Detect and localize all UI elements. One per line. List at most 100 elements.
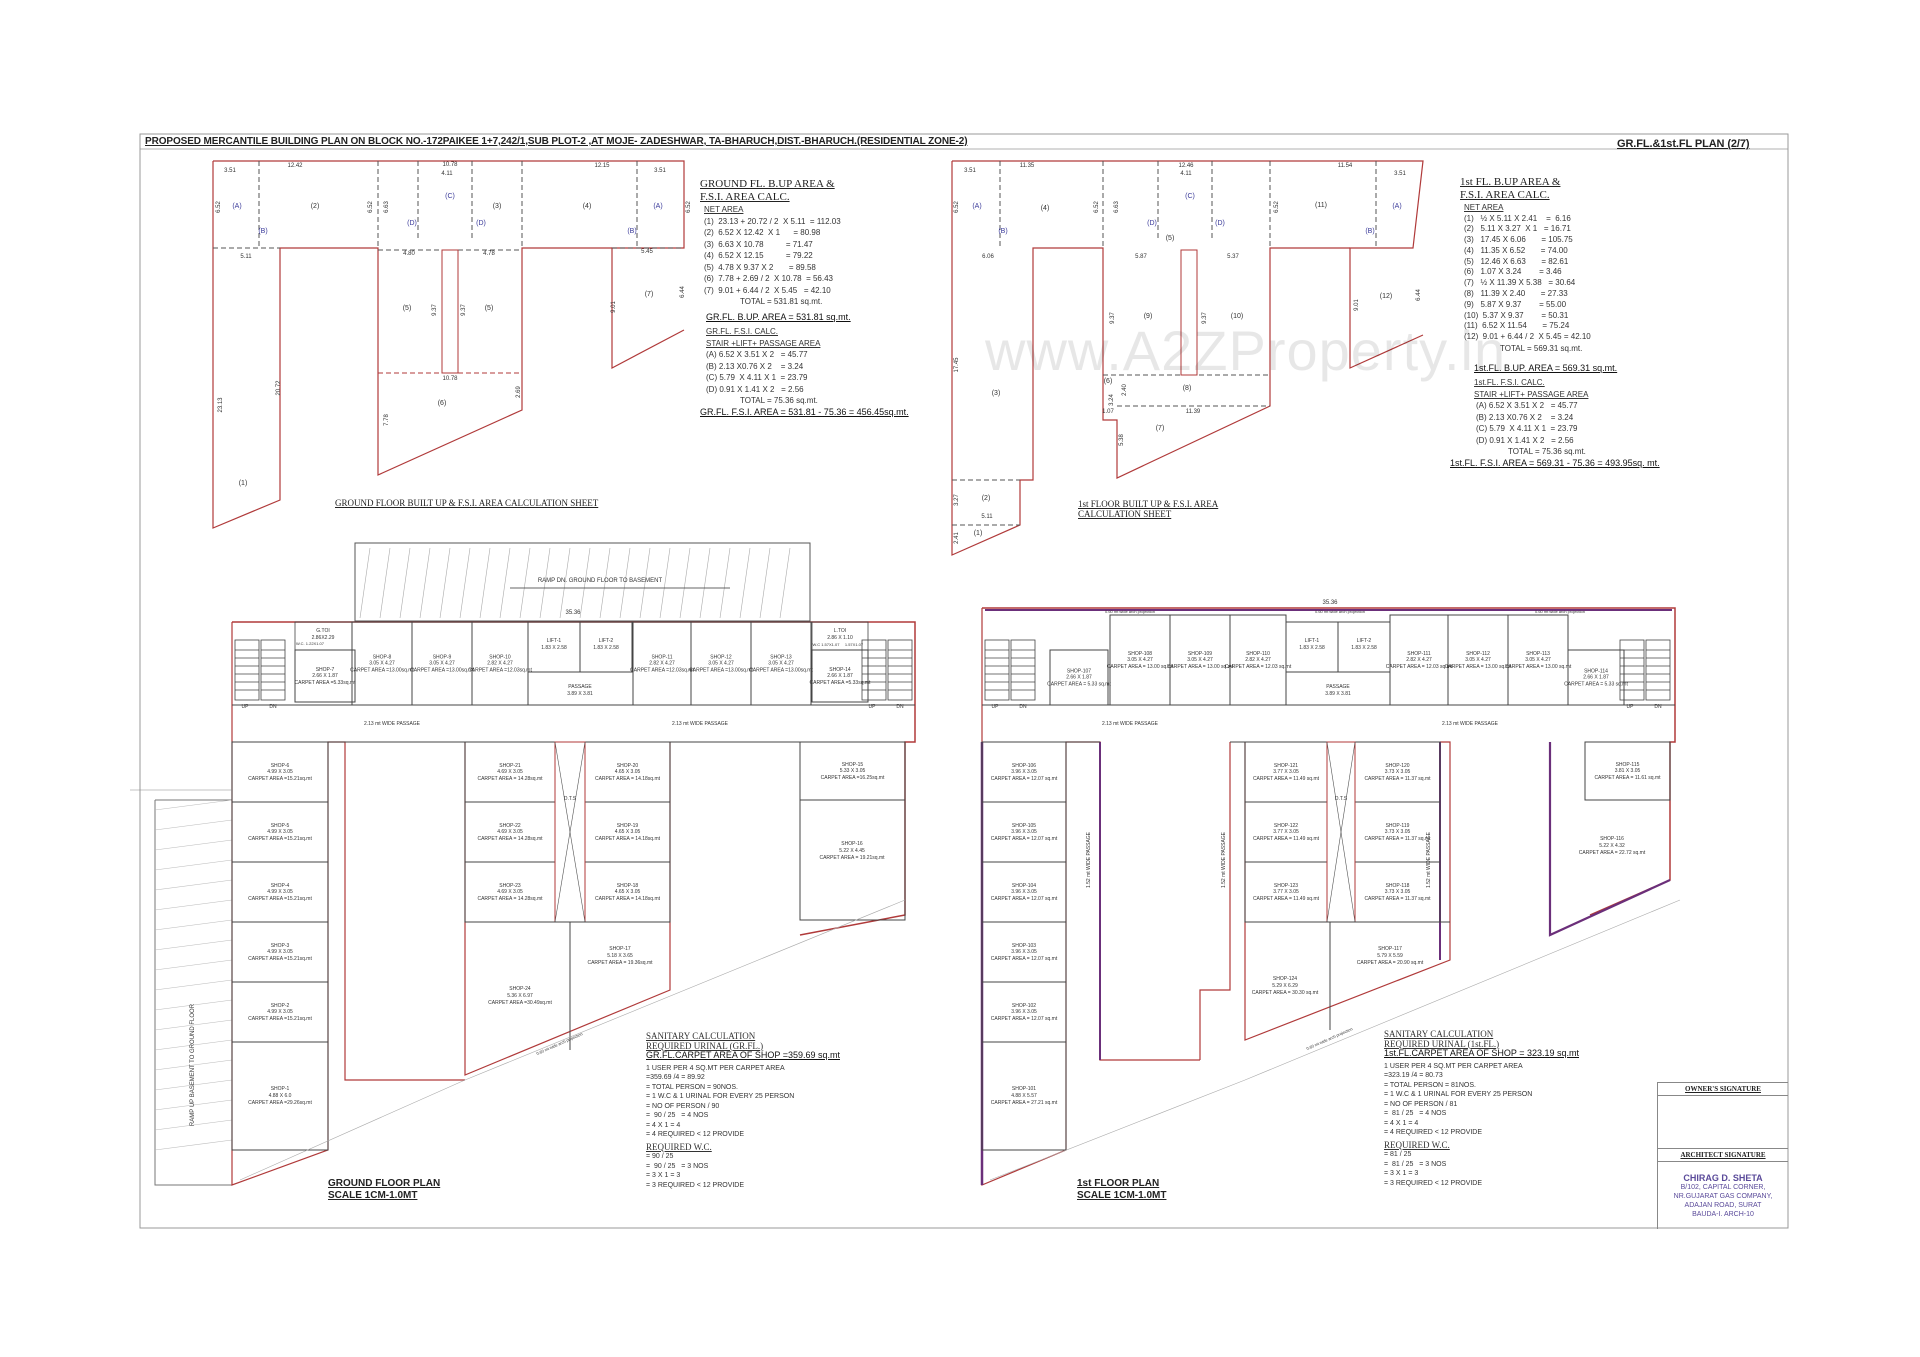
ff-bup-dimension: 11.35 [1020,163,1035,169]
shop-size: 3.05 X 4.27 [768,661,794,667]
gf-bup-dimension: 9.01 [611,301,617,313]
sanitary-line: = 90 / 25 = 4 NOS [646,1112,709,1119]
arch-projection-note: 0.60 mt wide arch projection [1306,1026,1354,1051]
shop-size: 4.65 X 3.05 [615,829,641,835]
arch-projection-note: 0.60 mt wide arch projection [1315,609,1365,614]
shop-carpet-area: CARPET AREA =5.33sq.mt [810,680,872,686]
shop-name: SHOP-106 [1012,763,1036,769]
ff-bup-dimension: 5.38 [1119,434,1125,446]
shop-name: SHOP-22 [499,823,521,829]
shop-size: 3.05 X 4.27 [1127,657,1153,663]
ramp-up-hatch [154,1059,233,1071]
ramp-structure [354,542,811,622]
gf-bup-dimension: 7.78 [384,414,390,426]
ff-bup-dimension: 2.40 [1122,384,1128,396]
ff-bup-region-label: (3) [992,390,1001,397]
shop-name: SHOP-111 [1407,651,1431,657]
gf-bup-dimension: 12.42 [287,163,303,169]
gf-bup-region-label: (A) [653,203,662,210]
shop-size: 2.66 X 1.87 [827,673,853,679]
ff-bup-outline [952,160,1424,369]
shop-carpet-area: CARPET AREA = 11.37 sq.mt [1364,776,1431,782]
gf-bup-dimension: 3.51 [654,168,666,174]
calc-line: (7) 9.01 + 6.44 / 2 X 5.45 = 42.10 [704,285,831,295]
shop-carpet-area: CARPET AREA = 5.33 sq.mt [1564,682,1628,688]
ff-bup-region-label: (4) [1041,205,1050,212]
gf-bup-dimension: 6.52 [368,201,374,213]
ramp-up-hatch [154,799,233,811]
site-boundary [464,899,906,1081]
signature-block: OWNER'S SIGNATURE ARCHITECT SIGNATURE CH… [1657,1082,1788,1229]
ff-bup-region-label: (8) [1183,385,1192,392]
shop-size: 4.69 X 3.05 [497,769,523,775]
net-area-label: NET AREA [1464,203,1504,212]
lift-name: LIFT-2 [1357,638,1372,644]
shop-name: SHOP-105 [1012,823,1036,829]
shop-size: 3.96 X 3.05 [1011,829,1037,835]
gf-bup-lift-shaft [441,249,459,374]
calc-heading: 1st FL. B.UP AREA & [1460,176,1561,188]
ff-bup-dimension: 11.39 [1186,409,1201,415]
site-boundary [239,1079,466,1181]
calc-line: (2) 6.52 X 12.42 X 1 = 80.98 [704,228,821,237]
stair-calc-line: (D) 0.91 X 1.41 X 2 = 2.56 [1476,435,1574,445]
calc-line: (9) 5.87 X 9.37 = 55.00 [1464,299,1567,309]
toilet-size: 2.86 X 1.10 [827,635,853,641]
sanitary-line: = 4 REQUIRED < 12 PROVIDE [646,1131,745,1138]
shop-carpet-area: CARPET AREA = 11.49 sq.mt [1253,836,1320,842]
shop-carpet-area: CARPET AREA = 19.36sq.mt [587,960,653,966]
wc-calc-line: = 3 REQUIRED < 12 PROVIDE [1384,1179,1483,1187]
shop-carpet-area: CARPET AREA = 30.30 sq.mt [1252,990,1319,996]
ramp-hatch [519,547,531,619]
ff-stair-down-label: DN [1654,704,1662,710]
ff-bup-dimension: 12.46 [1178,163,1194,169]
ff-bup-dimension: 6.06 [982,254,994,260]
shop-name: SHOP-23 [499,883,521,889]
ff-bup-region-label: (B) [1365,228,1374,235]
sanitary-line: = NO OF PERSON / 81 [1384,1100,1458,1108]
ramp-hatch [619,547,631,619]
arch-projection-note: 0.60 mt wide arch projection [1535,609,1585,614]
shop-name: SHOP-12 [710,655,732,661]
ff-middle-block-wall [1244,741,1451,1041]
shop-name: SHOP-7 [316,667,335,673]
shop-size: 3.05 X 4.27 [369,661,395,667]
shop-carpet-area: CARPET AREA = 12.07 sq.mt [991,776,1058,782]
shop-carpet-area: CARPET AREA = 19.21sq.mt [819,855,885,861]
shop-name: SHOP-114 [1584,669,1608,675]
wide-passage-label: 2.13 mt WIDE PASSAGE [1102,721,1159,727]
shop-size: 3.96 X 3.05 [1011,1009,1037,1015]
stair-calc-line: (C) 5.79 X 4.11 X 1 = 23.79 [706,373,808,382]
lift-name: LIFT-1 [1305,638,1320,644]
shop-name: SHOP-16 [841,841,863,847]
ground-diagram-caption: GROUND FLOOR BUILT UP & F.S.I. AREA CALC… [335,498,599,508]
sanitary-line: 1 USER PER 4 SQ.MT PER CARPET AREA [646,1064,785,1072]
gf-bup-region-label: (4) [583,203,592,210]
ff-bup-dimension: 6.52 [1274,201,1280,213]
architect-name: CHIRAG D. SHETA [1683,1173,1763,1183]
ramp-hatch [379,547,391,619]
duct-label: D.T.S [1335,796,1348,802]
shop-name: SHOP-19 [617,823,639,829]
ff-stair-flight [1010,639,1036,701]
gf-bup-dimension: 5.11 [240,254,252,260]
stair-total: TOTAL = 75.36 sq.mt. [740,396,818,405]
sanitary-line: = TOTAL PERSON = 81NOS. [1384,1081,1476,1089]
shop-carpet-area: CARPET AREA = 12.03 sq.mt [1225,664,1292,670]
calc-line: (6) 7.78 + 2.69 / 2 X 10.78 = 56.43 [704,274,833,283]
gf-bup-region-label: (6) [438,400,447,407]
ramp-up-hatch [154,919,233,931]
shop-carpet-area: CARPET AREA =5.33sq.mt [295,680,357,686]
gf-stair-up-label: UP [242,704,250,710]
shop-name: SHOP-118 [1386,883,1410,889]
ground-plan-title: GROUND FLOOR PLAN SCALE 1CM-1.0MT [328,1178,440,1202]
passage-label: PASSAGE [568,684,592,690]
site-boundary [1244,899,1681,1081]
shop-carpet-area: CARPET AREA =12.03sq.mt [630,668,694,674]
shop-size: 5.22 X 4.32 [1599,843,1625,849]
ff-bup-region-label: (A) [1392,203,1401,210]
ramp-hatch [659,547,671,619]
shop-size: 3.96 X 3.05 [1011,889,1037,895]
ramp-hatch [599,547,611,619]
calc-line: (7) ½ X 11.39 X 5.38 = 30.64 [1464,278,1576,288]
